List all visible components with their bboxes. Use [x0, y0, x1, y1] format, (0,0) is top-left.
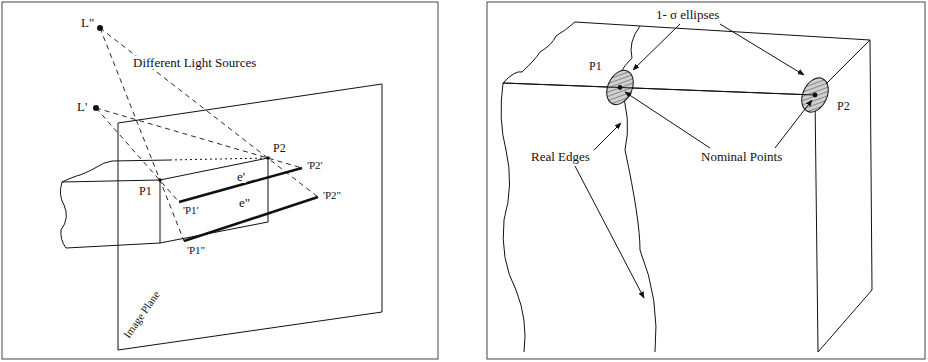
block-edge [815, 95, 818, 352]
block-edge [503, 83, 815, 95]
panel-frame [2, 2, 438, 359]
edge-label: e" [238, 196, 251, 209]
nominal-point [813, 93, 818, 98]
projected-edge [184, 197, 318, 241]
light-source-label: L' [76, 100, 88, 113]
point-label: P2 [272, 142, 287, 154]
panel-frame [487, 2, 925, 359]
hidden-edge [170, 158, 268, 160]
plane-label: Image Plane [121, 288, 163, 341]
light-rays [96, 28, 318, 241]
projection-label: 'P1' [182, 205, 200, 216]
block-edge [60, 182, 160, 248]
point-label: P1 [138, 185, 153, 197]
point-label: P2 [836, 100, 851, 112]
heading-note: Different Light Sources [132, 56, 257, 69]
projection-label: 'P2" [322, 190, 342, 201]
edge-note: Real Edges [530, 150, 591, 163]
projection-label: 'P2' [306, 160, 324, 171]
leader-arrows [575, 24, 812, 298]
edge-label: e' [236, 170, 246, 183]
light-source [93, 105, 99, 111]
real-edge [501, 83, 525, 352]
corner-point [158, 178, 162, 182]
light-source [97, 25, 103, 31]
block-edge [62, 158, 268, 182]
point-label: P1 [588, 60, 603, 72]
point-note: Nominal Points [700, 150, 783, 163]
nominal-point [618, 85, 623, 90]
ellipse-note: 1- σ ellipses [655, 8, 720, 21]
projection-label: 'P1" [186, 245, 206, 256]
left-illustration [60, 28, 382, 350]
light-source-label: L" [80, 16, 95, 29]
corner-point [266, 156, 270, 160]
right-illustration [501, 22, 872, 352]
image-plane [118, 84, 382, 350]
